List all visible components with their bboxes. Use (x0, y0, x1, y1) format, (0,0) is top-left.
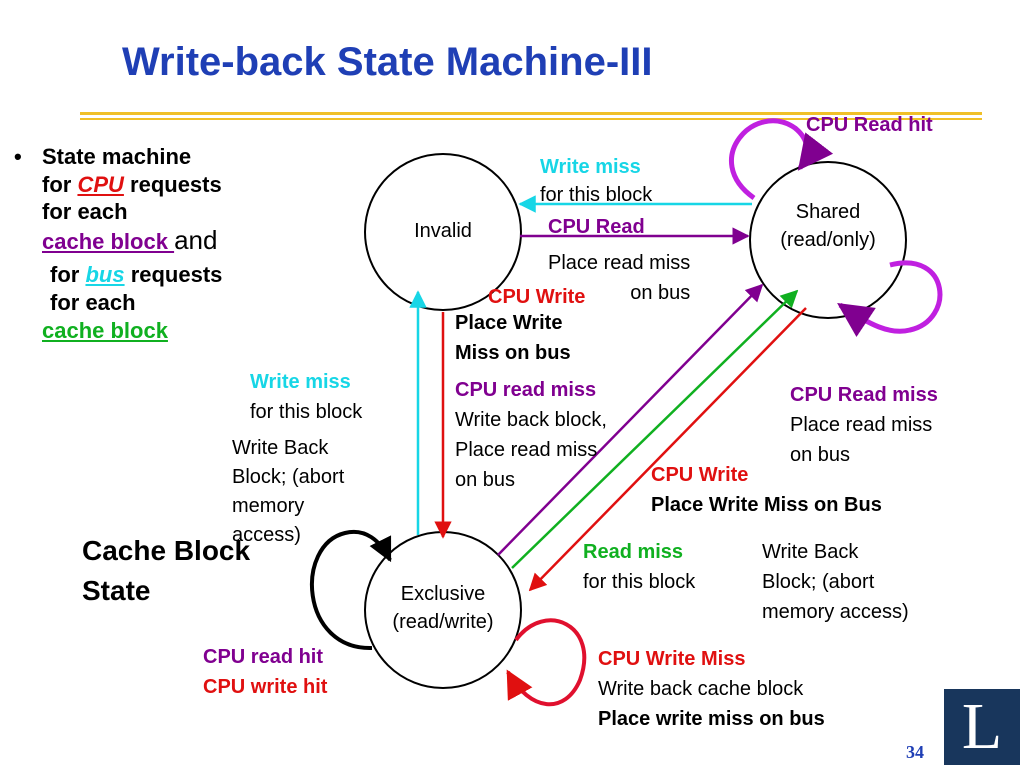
exclusive-self-loop-left (309, 529, 392, 651)
arrow-exclusive-to-shared-read-miss (511, 289, 799, 569)
bullet-for-each-1: for each (42, 199, 128, 224)
exclusive-self-loop-right (506, 618, 587, 707)
label-cpu-write-right-title: CPU Write (651, 464, 749, 486)
label-write-back-mid-3: on bus (455, 469, 516, 491)
label-write-miss-left-2: for this block (250, 401, 363, 423)
label-cpu-read-miss-mid: CPU read miss Write back block, Place re… (455, 375, 607, 495)
state-exclusive-label: Exclusive (read/write) (373, 580, 513, 636)
label-write-miss-top-2: for this block (540, 184, 653, 206)
label-write-back-right: Write Back Block; (abort memory access) (762, 537, 909, 627)
title-rule (80, 112, 982, 115)
label-read-miss-1: Read miss (583, 541, 684, 563)
state-shared-label: Shared (read/only) (758, 198, 898, 254)
label-place-read-miss-2: on bus (630, 282, 691, 304)
bullet-cpu: CPU (77, 172, 124, 197)
label-place-write-1: Place Write (455, 312, 563, 334)
cache-block-state-line2: State (82, 575, 151, 606)
state-shared-line2: (read/only) (780, 229, 876, 251)
label-place-read-miss: Place read miss on bus (548, 248, 690, 308)
bullet-line-2: for CPU requests (42, 170, 222, 199)
label-place-read-miss-1: Place read miss (548, 252, 691, 274)
logo-letter: L (961, 690, 1003, 763)
label-write-back-mid-1: Write back block, (455, 409, 607, 431)
university-logo: L (944, 689, 1020, 765)
label-cpu-read-miss-right: CPU Read miss Place read miss on bus (790, 380, 938, 470)
label-read-miss-2: for this block (583, 571, 696, 593)
arrow-exclusive-to-shared-cpu-read-miss (497, 283, 764, 556)
bullet-dot: • (14, 144, 22, 169)
bullet-line-4: cache block and (42, 226, 217, 256)
cache-block-state-heading: Cache Block State (82, 531, 250, 611)
state-invalid-circle (364, 153, 522, 311)
bullet-for-2: for (50, 262, 86, 287)
cache-block-state-line1: Cache Block (82, 535, 251, 566)
label-read-miss: Read miss for this block (583, 537, 695, 597)
title-rule-secondary (80, 118, 982, 120)
label-cpu-read-miss-right-title: CPU Read miss (790, 384, 938, 406)
bullet-cache-block-1: cache block (42, 229, 175, 254)
label-place-write: Place Write Miss on bus (455, 308, 571, 368)
label-place-read-miss-right-2: on bus (790, 444, 851, 466)
label-cpu-write-right: CPU Write Place Write Miss on Bus (651, 460, 882, 520)
label-cpu-read-hit: CPU Read hit (806, 114, 933, 136)
label-cpu-write: CPU Write (488, 286, 586, 308)
label-cpu-write-hit: CPU write hit (203, 676, 328, 698)
arrow-shared-to-exclusive (528, 307, 807, 592)
bullet-cache-block-2: cache block (42, 318, 168, 343)
label-write-back-left-3: memory (232, 495, 305, 517)
label-cpu-write-miss: CPU Write Miss Write back cache block Pl… (598, 644, 825, 734)
bullet-bus: bus (85, 262, 125, 287)
bullet-for-1: for (42, 172, 78, 197)
state-invalid-label: Invalid (414, 220, 472, 242)
label-place-write-2: Miss on bus (455, 342, 571, 364)
bullet-for-each-2: for each (50, 290, 136, 315)
bullet-line-5: for bus requests (50, 260, 222, 289)
label-write-back-cache-block: Write back cache block (598, 678, 804, 700)
label-write-back-left-4: access) (232, 524, 301, 546)
label-write-back-right-2: Block; (abort (762, 571, 875, 593)
label-write-back-right-1: Write Back (762, 541, 859, 563)
label-cpu-write-miss-title: CPU Write Miss (598, 648, 746, 670)
label-cpu-hits: CPU read hit CPU write hit (203, 642, 327, 702)
label-write-miss-top: Write miss for this block (540, 153, 652, 209)
bullet-requests-2: requests (124, 262, 223, 287)
shared-self-loop-right (837, 260, 943, 338)
label-place-read-miss-right-1: Place read miss (790, 414, 933, 436)
label-write-back-right-3: memory access) (762, 601, 909, 623)
label-place-write-miss-bus: Place Write Miss on Bus (651, 494, 882, 516)
label-cpu-read: CPU Read (548, 216, 645, 238)
label-write-back-left: Write Back Block; (abort memory access) (232, 434, 344, 550)
label-write-miss-left-1: Write miss (250, 371, 351, 393)
label-write-miss-top-1: Write miss (540, 156, 641, 178)
shared-self-loop-top (729, 118, 834, 201)
label-write-back-left-2: Block; (abort (232, 466, 345, 488)
label-write-back-mid-2: Place read miss (455, 439, 598, 461)
state-exclusive-line1: Exclusive (400, 583, 486, 605)
page-number: 34 (906, 742, 924, 762)
state-exclusive-line2: (read/write) (392, 611, 494, 633)
label-cpu-read-hit-excl: CPU read hit (203, 646, 324, 668)
state-shared-line1: Shared (795, 201, 861, 223)
slide-title: Write-back State Machine-III (122, 40, 653, 84)
bullet-requests-1: requests (123, 172, 222, 197)
label-write-miss-left: Write miss for this block (250, 367, 362, 427)
label-write-back-left-1: Write Back (232, 437, 329, 459)
bullet-line-1: State machine (42, 144, 192, 169)
bullet-and: and (174, 225, 218, 255)
label-place-write-miss-on-bus: Place write miss on bus (598, 708, 825, 730)
label-cpu-read-miss-mid-title: CPU read miss (455, 379, 597, 401)
